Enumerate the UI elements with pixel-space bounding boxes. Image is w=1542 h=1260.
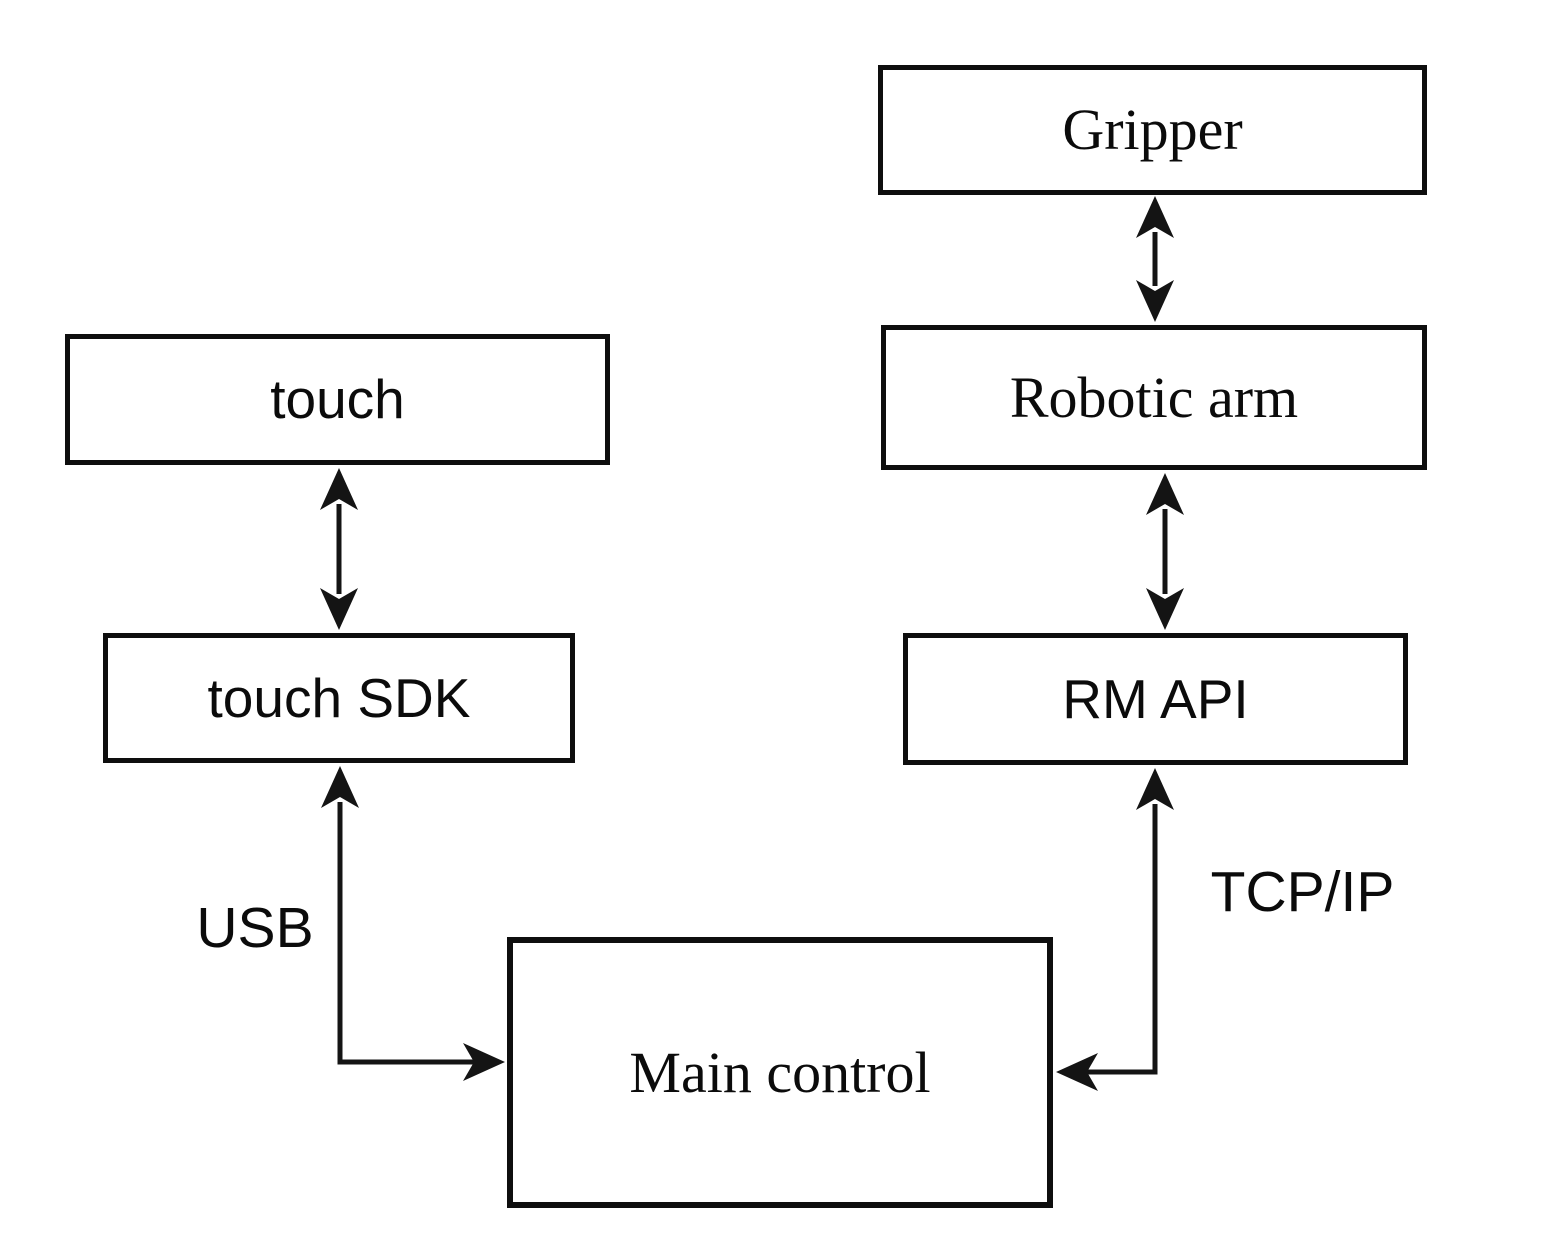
bidirectional-arrow-roboticarm-rmapi bbox=[1146, 473, 1184, 630]
node-label-touch: touch bbox=[270, 368, 405, 430]
arrowhead-up-icon bbox=[1136, 768, 1174, 810]
node-touch-sdk: touch SDK bbox=[103, 633, 575, 763]
node-label-touch-sdk: touch SDK bbox=[207, 666, 471, 729]
arrowhead-up-icon bbox=[1136, 196, 1174, 238]
arrow-shaft bbox=[337, 802, 475, 1065]
tcpip-elbow-arrow bbox=[1056, 768, 1174, 1091]
arrowhead-down-icon bbox=[1146, 588, 1184, 630]
arrowhead-down-icon bbox=[320, 588, 358, 630]
node-label-robotic-arm: Robotic arm bbox=[1009, 364, 1299, 430]
arrowhead-down-icon bbox=[1136, 280, 1174, 322]
node-touch: touch bbox=[65, 334, 610, 465]
arrowhead-up-icon bbox=[320, 468, 358, 510]
node-label-rm-api: RM API bbox=[1062, 667, 1249, 730]
node-robotic-arm: Robotic arm bbox=[881, 325, 1427, 470]
arrow-shaft bbox=[1086, 804, 1158, 1075]
usb-elbow-arrow bbox=[321, 766, 505, 1081]
node-main-control: Main control bbox=[507, 937, 1053, 1208]
node-label-main-control: Main control bbox=[629, 1039, 931, 1105]
arrowhead-up-icon bbox=[1146, 473, 1184, 515]
arrowhead-left-icon bbox=[1056, 1053, 1098, 1091]
bidirectional-arrow-touch-touchsdk bbox=[320, 468, 358, 630]
arrowhead-up-icon bbox=[321, 766, 359, 808]
bidirectional-arrow-gripper-roboticarm bbox=[1136, 196, 1174, 322]
arrowhead-right-icon bbox=[463, 1043, 505, 1081]
node-label-gripper: Gripper bbox=[1062, 97, 1243, 162]
edge-label-tcpip: TCP/IP bbox=[1210, 860, 1395, 924]
node-rm-api: RM API bbox=[903, 633, 1408, 765]
node-gripper: Gripper bbox=[878, 65, 1427, 195]
edge-label-usb: USB bbox=[196, 896, 314, 960]
